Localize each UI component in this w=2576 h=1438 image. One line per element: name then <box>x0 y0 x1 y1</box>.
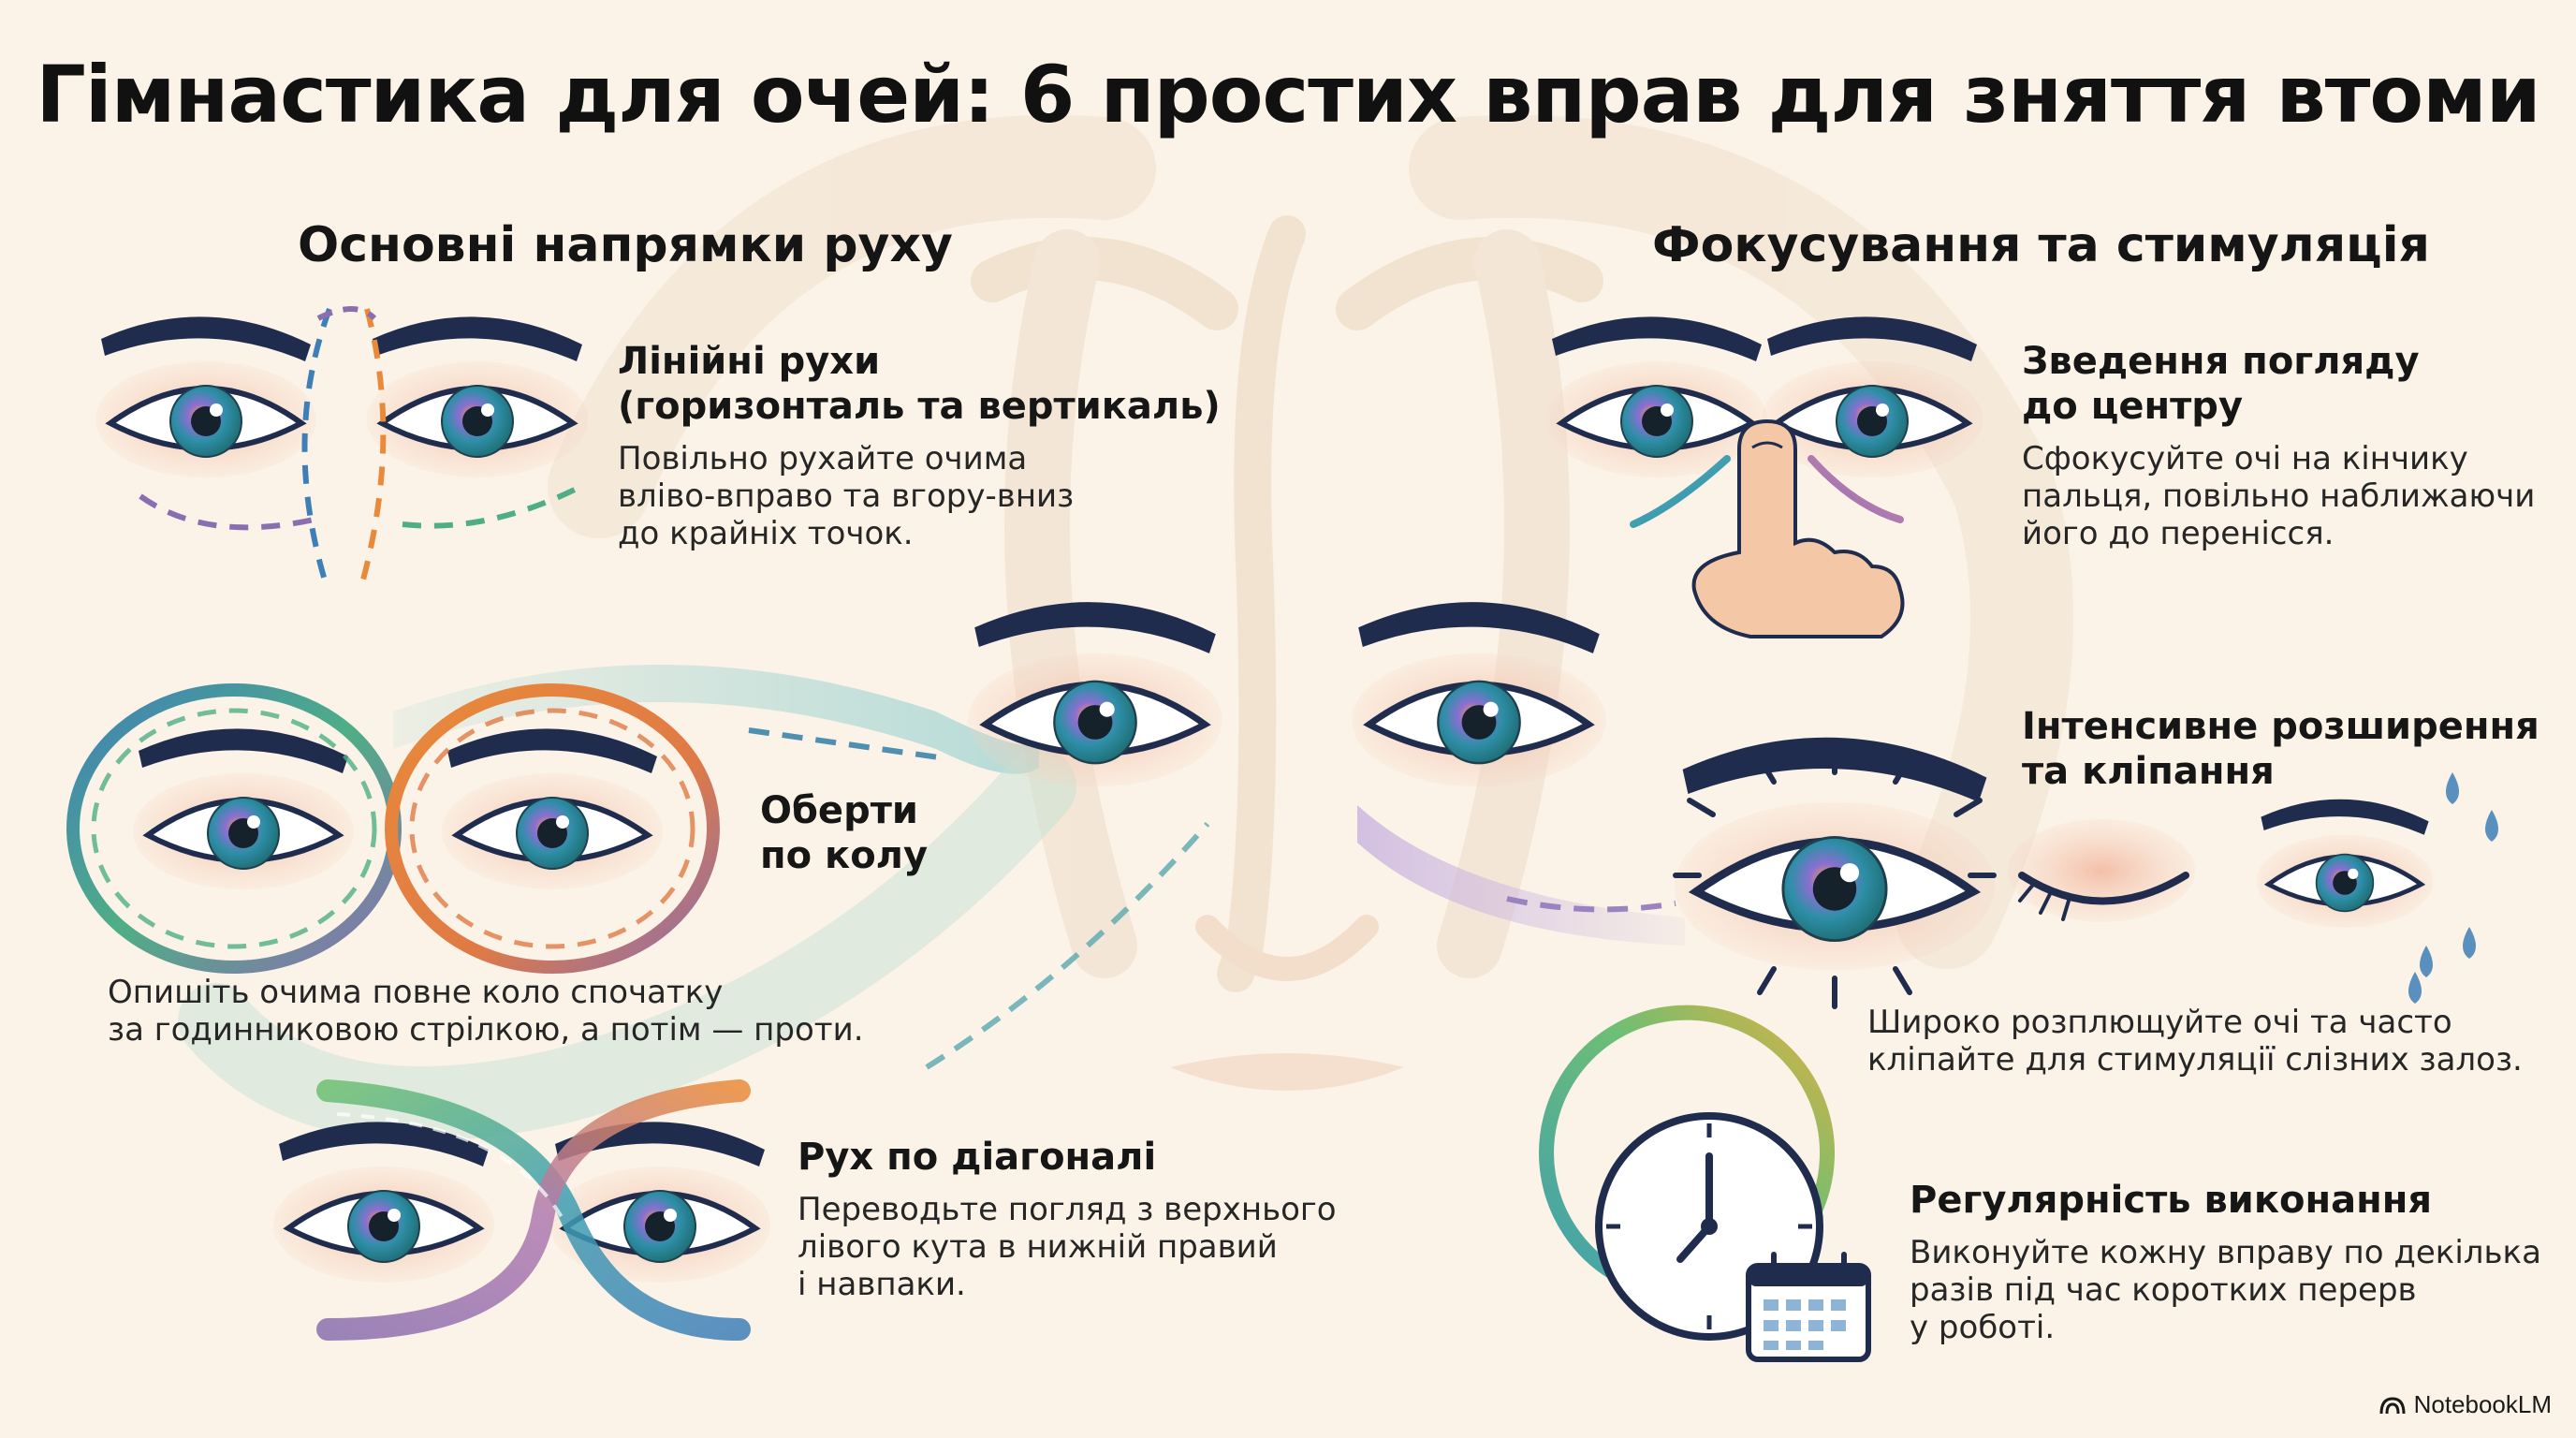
exercise-linear-text-line3: до крайніх точок. <box>618 515 914 552</box>
tear-drops-icon <box>2408 772 2498 1004</box>
background-face <box>548 114 2073 1091</box>
brand-watermark: NotebookLM <box>2378 1390 2552 1419</box>
exercise-linear-text-line1: Повільно рухайте очима <box>618 440 1028 477</box>
exercise-circle-text-line1: Опишіть очима повне коло спочатку <box>108 974 724 1011</box>
exercise-blink-title-line1: Інтенсивне розширення <box>2022 705 2539 748</box>
exercise-blink-text-line1: Широко розплющуйте очі та часто <box>1867 1004 2452 1041</box>
center-left-eye <box>968 602 1222 786</box>
exercise-center-title-line1: Зведення погляду <box>2022 340 2420 383</box>
exercise-linear-title-line2: (горизонталь та вертикаль) <box>618 385 1221 428</box>
exercise-center: Зведення погляду до центру Сфокусуйте оч… <box>2022 339 2535 552</box>
calendar-icon <box>1746 1252 1871 1362</box>
exercise-diagonal-text-line3: і навпаки. <box>798 1266 966 1303</box>
finger-icon <box>1691 418 1905 638</box>
center-right-eye <box>1352 602 1605 786</box>
exercise-center-text-line2: пальця, повільно наближаючи <box>2022 477 2536 515</box>
flow-band-teal <box>393 665 1039 774</box>
exercise-circle-title-line2: по колу <box>760 834 929 877</box>
linear-movement-illustration <box>95 306 588 591</box>
section-title-left: Основні напрямки руху <box>298 217 953 273</box>
exercise-blink-text-line2: кліпайте для стимуляції слізних залоз. <box>1867 1041 2523 1078</box>
exercise-regular-text-line3: у роботі. <box>1910 1309 2056 1346</box>
circular-movement-illustration <box>66 683 720 974</box>
focus-center-illustration <box>1546 316 1983 638</box>
notebooklm-logo-icon <box>2379 1396 2406 1414</box>
exercise-regular-text-line1: Виконуйте кожну вправу по декілька <box>1910 1234 2541 1271</box>
exercise-circle-text: Опишіть очима повне коло спочатку за год… <box>108 974 864 1049</box>
exercise-center-text-line3: його до перенісся. <box>2022 515 2334 552</box>
exercise-circle-text-line2: за годинниковою стрілкою, а потім — прот… <box>108 1011 864 1049</box>
exercise-blink-text: Широко розплющуйте очі та часто кліпайте… <box>1867 1004 2523 1078</box>
exercise-circle-title-line1: Оберти <box>760 789 918 832</box>
blink-illustration <box>1675 738 2498 1009</box>
exercise-diagonal-text-line2: лівого кута в нижній правий <box>798 1228 1278 1266</box>
exercise-regular-text-line2: разів під час коротких перерв <box>1910 1271 2417 1309</box>
exercise-diagonal-text-line1: Переводьте погляд з верхнього <box>798 1191 1337 1228</box>
exercise-regular: Регулярність виконання Виконуйте кожну в… <box>1910 1178 2541 1346</box>
section-title-right: Фокусування та стимуляція <box>1652 217 2430 273</box>
exercise-circle-title: Оберти по колу <box>760 788 928 878</box>
exercise-blink-title: Інтенсивне розширення та кліпання <box>2022 704 2539 794</box>
exercise-linear: Лінійні рухи (горизонталь та вертикаль) … <box>618 339 1221 552</box>
flow-band-purple <box>1357 805 1685 946</box>
exercise-regular-title: Регулярність виконання <box>1910 1179 2433 1222</box>
exercise-center-title-line2: до центру <box>2022 385 2244 428</box>
brand-label: NotebookLM <box>2413 1390 2552 1418</box>
exercise-linear-text-line2: вліво-вправо та вгору-вниз <box>618 477 1075 515</box>
regularity-illustration <box>1539 1005 1871 1362</box>
page-title: Гімнастика для очей: 6 простих вправ для… <box>36 49 2540 140</box>
exercise-diagonal: Рух по діагоналі Переводьте погляд з вер… <box>798 1135 1337 1303</box>
exercise-diagonal-title: Рух по діагоналі <box>798 1136 1157 1179</box>
exercise-center-text-line1: Сфокусуйте очі на кінчику <box>2022 440 2468 477</box>
exercise-blink-title-line2: та кліпання <box>2022 750 2275 793</box>
diagonal-movement-illustration <box>273 1079 770 1341</box>
exercise-linear-title-line1: Лінійні рухи <box>618 340 881 383</box>
closed-eye-icon <box>2008 819 2195 922</box>
